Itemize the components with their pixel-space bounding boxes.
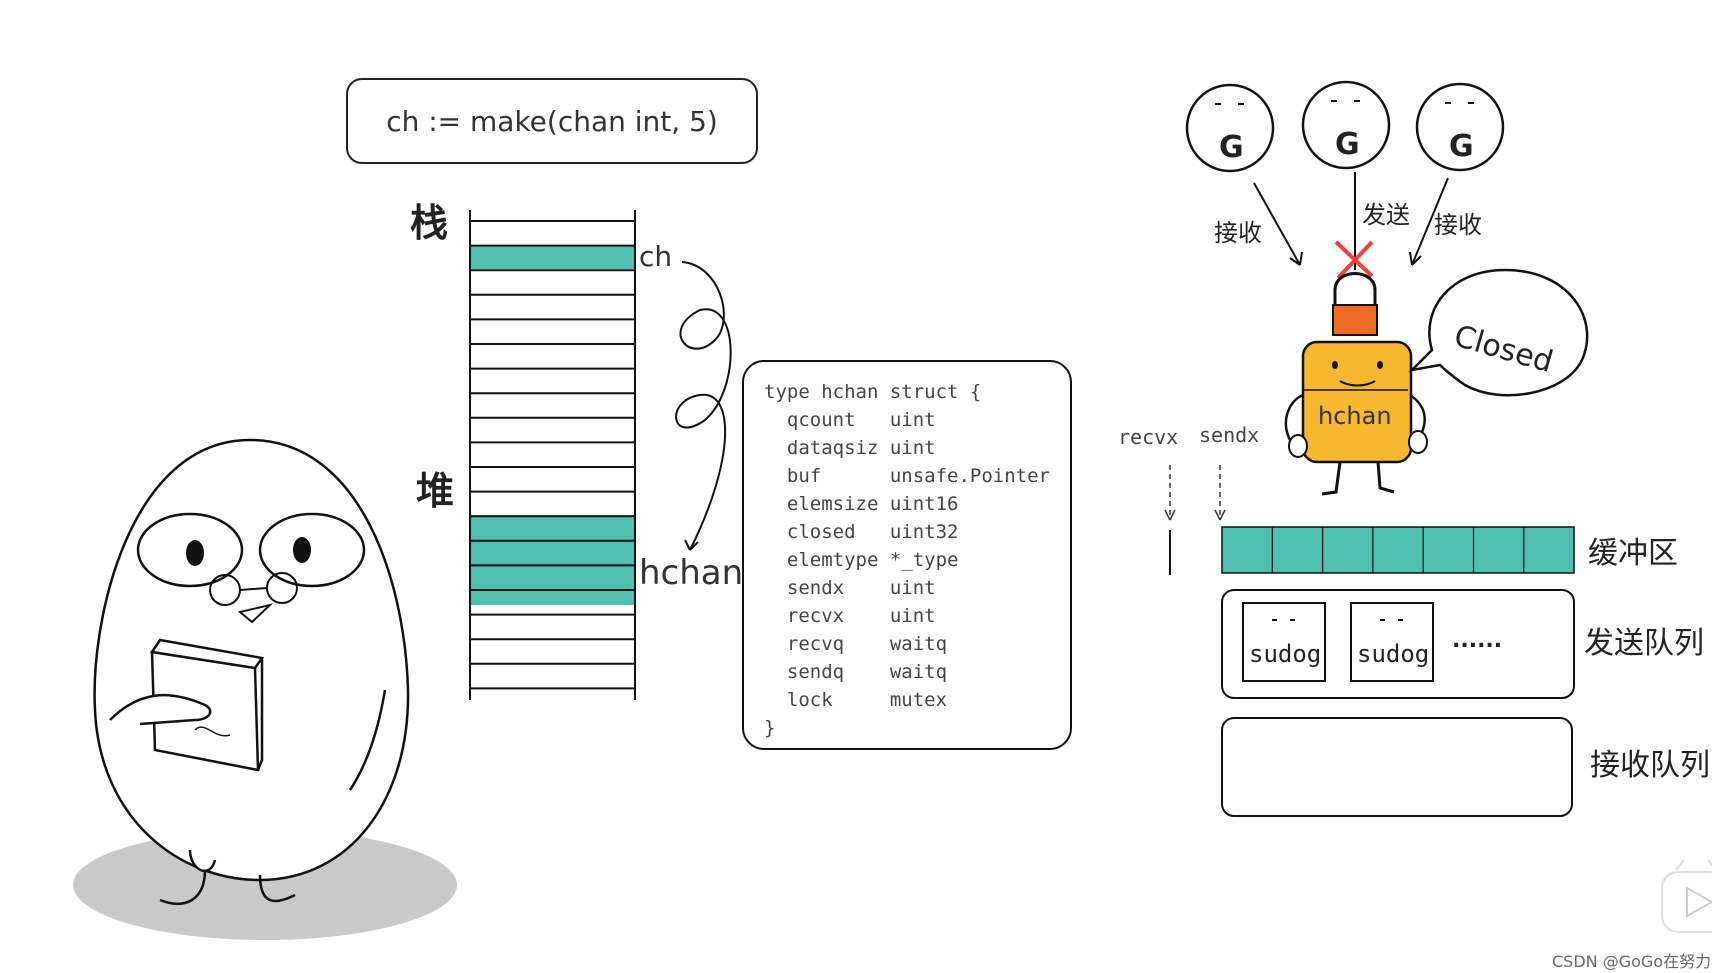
- goroutine-circle: [1415, 82, 1505, 172]
- sudog-box: [1350, 602, 1434, 682]
- code-line: lock mutex: [764, 689, 948, 711]
- code-line: buf unsafe.Pointer: [764, 465, 1050, 487]
- code-line: qcount uint: [764, 409, 936, 431]
- code-line: dataqsiz uint: [764, 437, 936, 459]
- arrow-label-send: 发送: [1362, 201, 1410, 229]
- code-line: closed uint32: [764, 521, 959, 543]
- watermark: CSDN @GoGo在努力: [1552, 952, 1712, 971]
- ch-label: ch: [639, 240, 673, 273]
- ch-cell: [470, 245, 635, 269]
- goroutine-circles: [1185, 80, 1505, 173]
- hchan-struct-code: type hchan struct { qcount uint dataqsiz…: [742, 360, 1072, 750]
- goroutine-label: G: [1335, 127, 1360, 162]
- code-line: recvx uint: [764, 605, 936, 627]
- arrow-label-receive: 接收: [1214, 219, 1262, 247]
- goroutine-label: G: [1219, 130, 1244, 165]
- code-line: sendx uint: [764, 577, 936, 599]
- code-line: sendq waitq: [764, 661, 948, 683]
- lock-icon: [1332, 272, 1378, 336]
- hchan-memory-label: hchan: [639, 553, 744, 593]
- buffer-label: 缓冲区: [1588, 536, 1678, 571]
- code-line: elemtype *_type: [764, 549, 959, 571]
- goroutine-circle: [1185, 83, 1275, 173]
- stack-label: 栈: [410, 200, 449, 245]
- egg-character: [73, 438, 457, 940]
- send-queue-label: 发送队列: [1584, 626, 1704, 661]
- code-line: elemsize uint16: [764, 493, 959, 515]
- recv-queue-label: 接收队列: [1590, 748, 1710, 783]
- hchan-character-label: hchan: [1318, 402, 1392, 430]
- sudog-label: sudog: [1249, 640, 1322, 668]
- code-line: recvq waitq: [764, 633, 948, 655]
- recv-queue-box: [1221, 717, 1573, 817]
- play-button-icon[interactable]: [1661, 859, 1712, 933]
- goroutine-label: G: [1449, 129, 1474, 164]
- hchan-cells: [470, 515, 635, 605]
- shadow: [73, 830, 457, 940]
- arrow-label-receive: 接收: [1434, 211, 1482, 239]
- queue-ellipsis: ......: [1452, 628, 1503, 653]
- heap-label: 堆: [416, 468, 455, 513]
- memory-strip: [469, 210, 636, 700]
- code-line: }: [764, 717, 776, 739]
- make-channel-code: ch := make(chan int, 5): [346, 78, 758, 164]
- blocked-x-icon: [1334, 240, 1374, 280]
- sudog-box: [1242, 602, 1326, 682]
- right-eye: [258, 512, 366, 588]
- code-line: type hchan struct {: [764, 381, 982, 403]
- ring-buffer: [1221, 526, 1575, 574]
- goroutine-circle: [1301, 80, 1391, 170]
- hchan-character: [1284, 340, 1428, 496]
- sudog-label: sudog: [1357, 640, 1430, 668]
- pointer-arrow: [675, 261, 732, 551]
- sendx-label: sendx: [1199, 423, 1260, 447]
- recvx-label: recvx: [1118, 425, 1179, 449]
- speech-bubble: [1408, 268, 1589, 397]
